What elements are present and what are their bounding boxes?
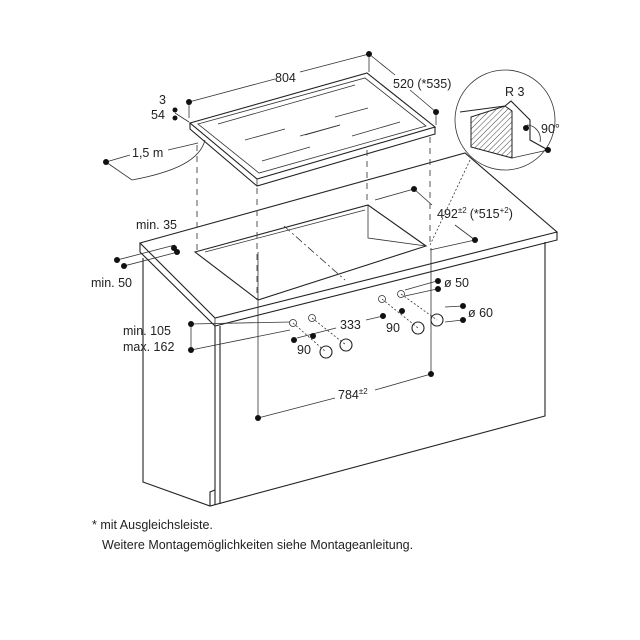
cable-length-label: 1,5 m	[132, 146, 163, 160]
angle-label: 90°	[541, 122, 560, 136]
min-35-label: min. 35	[136, 218, 177, 232]
thickness-top-label: 3	[159, 93, 166, 107]
max-162-label: max. 162	[123, 340, 174, 354]
dimension-lines	[105, 53, 476, 419]
cutout-depth-label: 492±2(*515+2)	[437, 206, 513, 221]
min-105-label: min. 105	[123, 324, 171, 338]
edge-detail-circle	[429, 69, 556, 246]
offset-90-right-label: 90	[386, 321, 400, 335]
cabinet	[142, 242, 546, 507]
diameter-50-label: ø 50	[444, 276, 469, 290]
cutout-width-label: 784±2	[338, 387, 368, 402]
thickness-total-label: 54	[151, 108, 165, 122]
diameter-60-label: ø 60	[468, 306, 493, 320]
footnote-2: Weitere Montagemöglichkeiten siehe Monta…	[102, 538, 414, 552]
spacing-333-label: 333	[340, 318, 361, 332]
width-label: 804	[275, 71, 296, 85]
dimension-dots	[103, 51, 551, 421]
offset-90-left-label: 90	[297, 343, 311, 357]
projection-lines	[196, 137, 431, 300]
depth-label: 520 (*535)	[393, 77, 451, 91]
min-50-label: min. 50	[91, 276, 132, 290]
countertop	[138, 152, 559, 327]
footnote-1: * mit Ausgleichsleiste.	[92, 518, 213, 532]
radius-label: R 3	[505, 85, 525, 99]
cooktop	[131, 72, 437, 187]
connection-knobs	[289, 290, 444, 359]
